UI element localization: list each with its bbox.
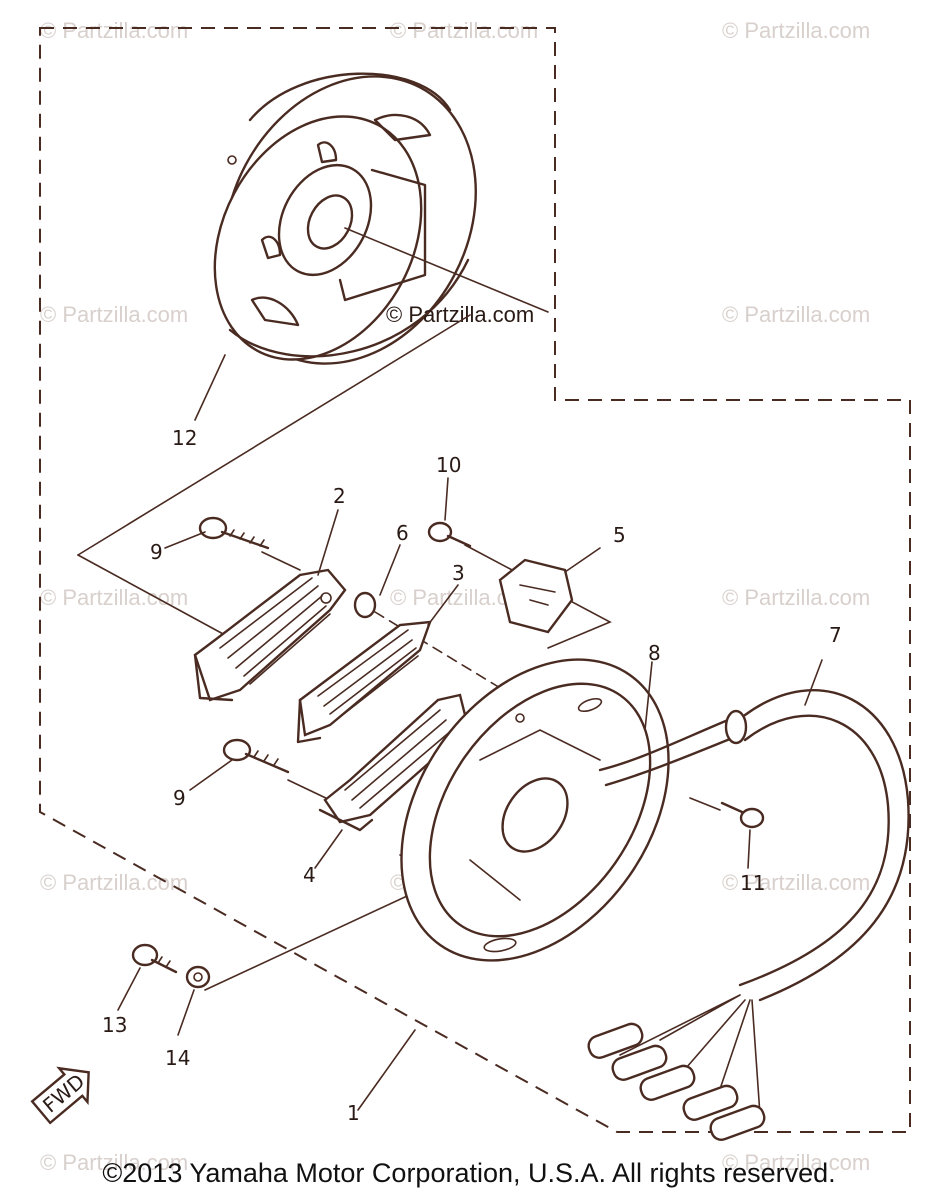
wire-harness-part <box>587 689 910 1141</box>
leader-lines <box>117 354 823 1111</box>
collar-part <box>353 591 377 619</box>
washer-part-14 <box>185 965 211 989</box>
watermark: © Partzilla.com <box>40 18 188 43</box>
forward-direction-tag: FWD <box>30 1066 90 1125</box>
watermark: © Partzilla.com <box>40 1150 188 1175</box>
callout-2: 2 <box>333 484 346 508</box>
callout-labels: 1 2 3 4 5 6 7 8 9 9 10 11 12 13 14 <box>102 426 842 1125</box>
callout-14: 14 <box>165 1046 190 1070</box>
center-watermark: © Partzilla.com <box>386 302 534 327</box>
charge-coil-part <box>193 568 347 702</box>
screw-part-10 <box>427 521 472 548</box>
callout-5: 5 <box>613 523 626 547</box>
callout-9-upper: 9 <box>150 540 163 564</box>
watermark: © Partzilla.com <box>390 18 538 43</box>
screw-part-upper <box>198 516 270 550</box>
callout-8: 8 <box>648 641 661 665</box>
callout-1: 1 <box>347 1101 360 1125</box>
center-leader <box>344 227 549 313</box>
callout-9-lower: 9 <box>173 786 186 810</box>
watermark: © Partzilla.com <box>40 302 188 327</box>
callout-12: 12 <box>172 426 197 450</box>
pulser-coil-part <box>296 620 432 744</box>
assembly-boundary <box>39 27 911 1133</box>
callout-6: 6 <box>396 521 409 545</box>
screw-part-lower <box>222 738 290 774</box>
watermark: © Partzilla.com <box>722 585 870 610</box>
watermark-layer: © Partzilla.com © Partzilla.com © Partzi… <box>40 18 870 1175</box>
flywheel-rotor-part <box>213 72 477 365</box>
screw-part-11 <box>720 801 765 829</box>
switch-part <box>498 558 574 634</box>
watermark: © Partzilla.com <box>722 302 870 327</box>
callout-3: 3 <box>452 561 465 585</box>
bolt-part-13 <box>131 943 178 974</box>
watermark: © Partzilla.com <box>722 18 870 43</box>
callout-13: 13 <box>102 1013 127 1037</box>
watermark: © Partzilla.com <box>722 1150 870 1175</box>
copyright-notice: ©2013 Yamaha Motor Corporation, U.S.A. A… <box>102 1158 836 1188</box>
callout-4: 4 <box>303 863 316 887</box>
watermark: © Partzilla.com <box>40 585 188 610</box>
watermark: © Partzilla.com <box>40 870 188 895</box>
callout-10: 10 <box>436 453 461 477</box>
watermark: © Partzilla.com <box>722 870 870 895</box>
stator-plate-part <box>400 658 670 962</box>
callout-7: 7 <box>829 623 842 647</box>
reference-lines <box>77 314 721 991</box>
callout-11: 11 <box>740 871 765 895</box>
